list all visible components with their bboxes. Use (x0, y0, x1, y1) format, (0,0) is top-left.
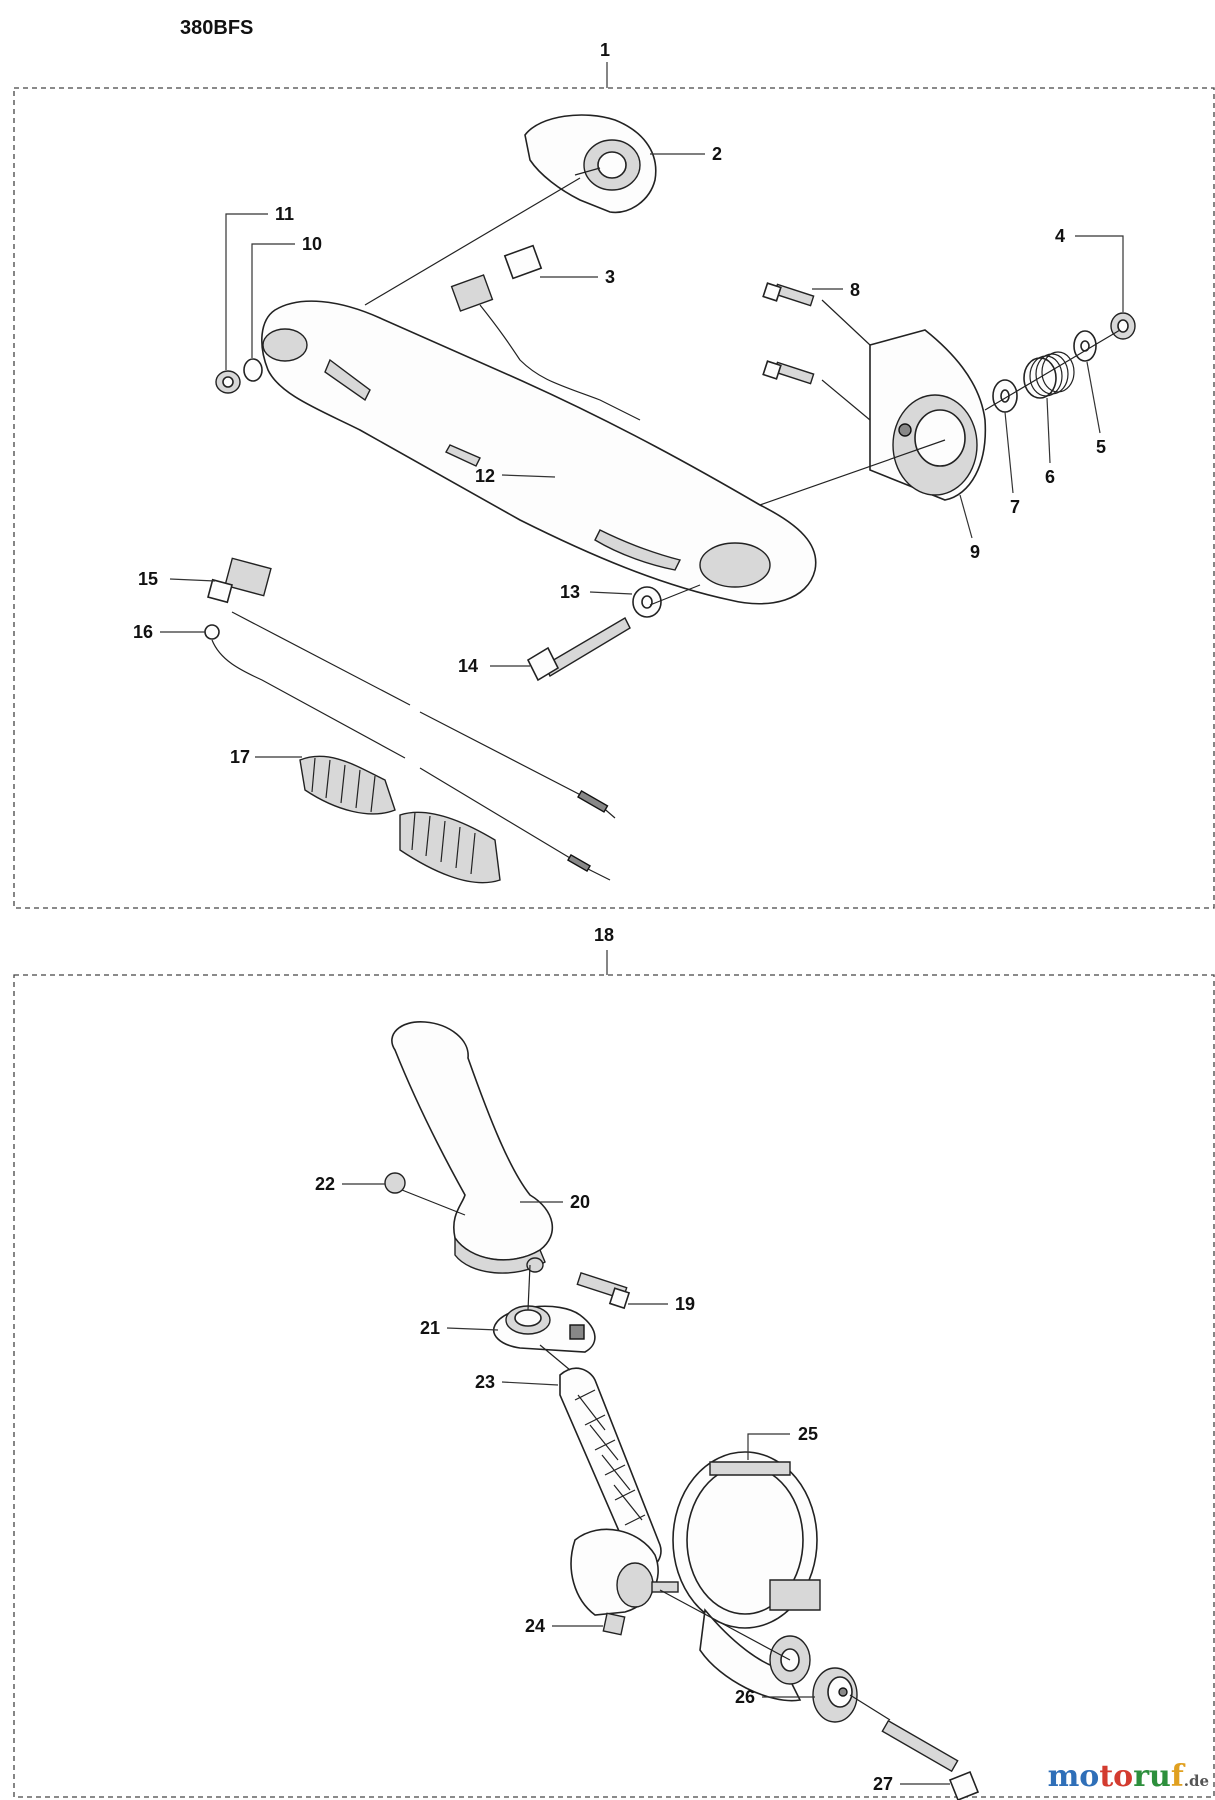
housing-plate-part (869, 329, 987, 501)
bolt-part-14 (526, 617, 631, 682)
callout-10: 10 (302, 234, 322, 254)
clamp-part-21 (493, 1305, 596, 1353)
callout-2: 2 (712, 144, 722, 164)
washer-part-13 (632, 586, 662, 618)
assembly-line (364, 177, 581, 306)
callout-24: 24 (525, 1616, 545, 1636)
model-title: 380BFS (180, 17, 254, 39)
callout-23: 23 (475, 1372, 495, 1392)
ring-clamp-part-25 (672, 1451, 821, 1702)
screw-part-19 (576, 1271, 631, 1310)
top-clamp-part (524, 114, 657, 214)
group-label-1: 1 (600, 40, 610, 60)
callout-3: 3 (605, 267, 615, 287)
watermark-part: ru (1133, 1759, 1171, 1794)
callout-14: 14 (458, 656, 478, 676)
callout-7: 7 (1010, 497, 1020, 517)
watermark-part: f (1170, 1759, 1184, 1794)
switch-part (450, 244, 641, 421)
callout-20: 20 (570, 1192, 590, 1212)
square-nut-part-24 (602, 1612, 626, 1636)
callout-13: 13 (560, 582, 580, 602)
nut-part-22 (384, 1172, 406, 1194)
hose-part-17 (299, 755, 501, 884)
callout-27: 27 (873, 1774, 893, 1794)
watermark-part: to (1099, 1759, 1134, 1794)
gear-knob-part-26 (812, 1667, 858, 1723)
watermark-part: mo (1047, 1759, 1100, 1794)
handle-part-20 (391, 1021, 554, 1274)
bracket-arm-part (261, 300, 817, 605)
group-label-18: 18 (594, 925, 614, 945)
callout-19: 19 (675, 1294, 695, 1314)
watermark-tld: .de (1183, 1772, 1209, 1790)
callout-11: 11 (275, 204, 294, 224)
watermark-logo: motoruf.de (1048, 1759, 1209, 1794)
spring-part-6 (1023, 351, 1075, 399)
callout-5: 5 (1096, 437, 1106, 457)
nut-part-11 (215, 370, 241, 394)
callout-8: 8 (850, 280, 860, 300)
nut-part-4 (1110, 312, 1136, 340)
group-box-1 (13, 87, 1215, 909)
bolt-part-8 (762, 282, 815, 385)
sleeve-part-16 (204, 624, 220, 640)
cables-part (211, 611, 616, 881)
callout-15: 15 (138, 569, 158, 589)
cable-connector-part-15 (207, 557, 272, 604)
callout-9: 9 (970, 542, 980, 562)
callout-25: 25 (798, 1424, 818, 1444)
callout-22: 22 (315, 1174, 335, 1194)
callout-21: 21 (420, 1318, 440, 1338)
group-box-18 (13, 974, 1215, 1798)
washer-part-10 (243, 358, 263, 382)
callout-12: 12 (475, 466, 495, 486)
callout-6: 6 (1045, 467, 1055, 487)
callout-16: 16 (133, 622, 153, 642)
bar-part-23 (559, 1367, 679, 1616)
callout-4: 4 (1055, 226, 1065, 246)
callout-17: 17 (230, 747, 250, 767)
bolt-part-27 (881, 1719, 980, 1800)
callout-26: 26 (735, 1687, 755, 1707)
